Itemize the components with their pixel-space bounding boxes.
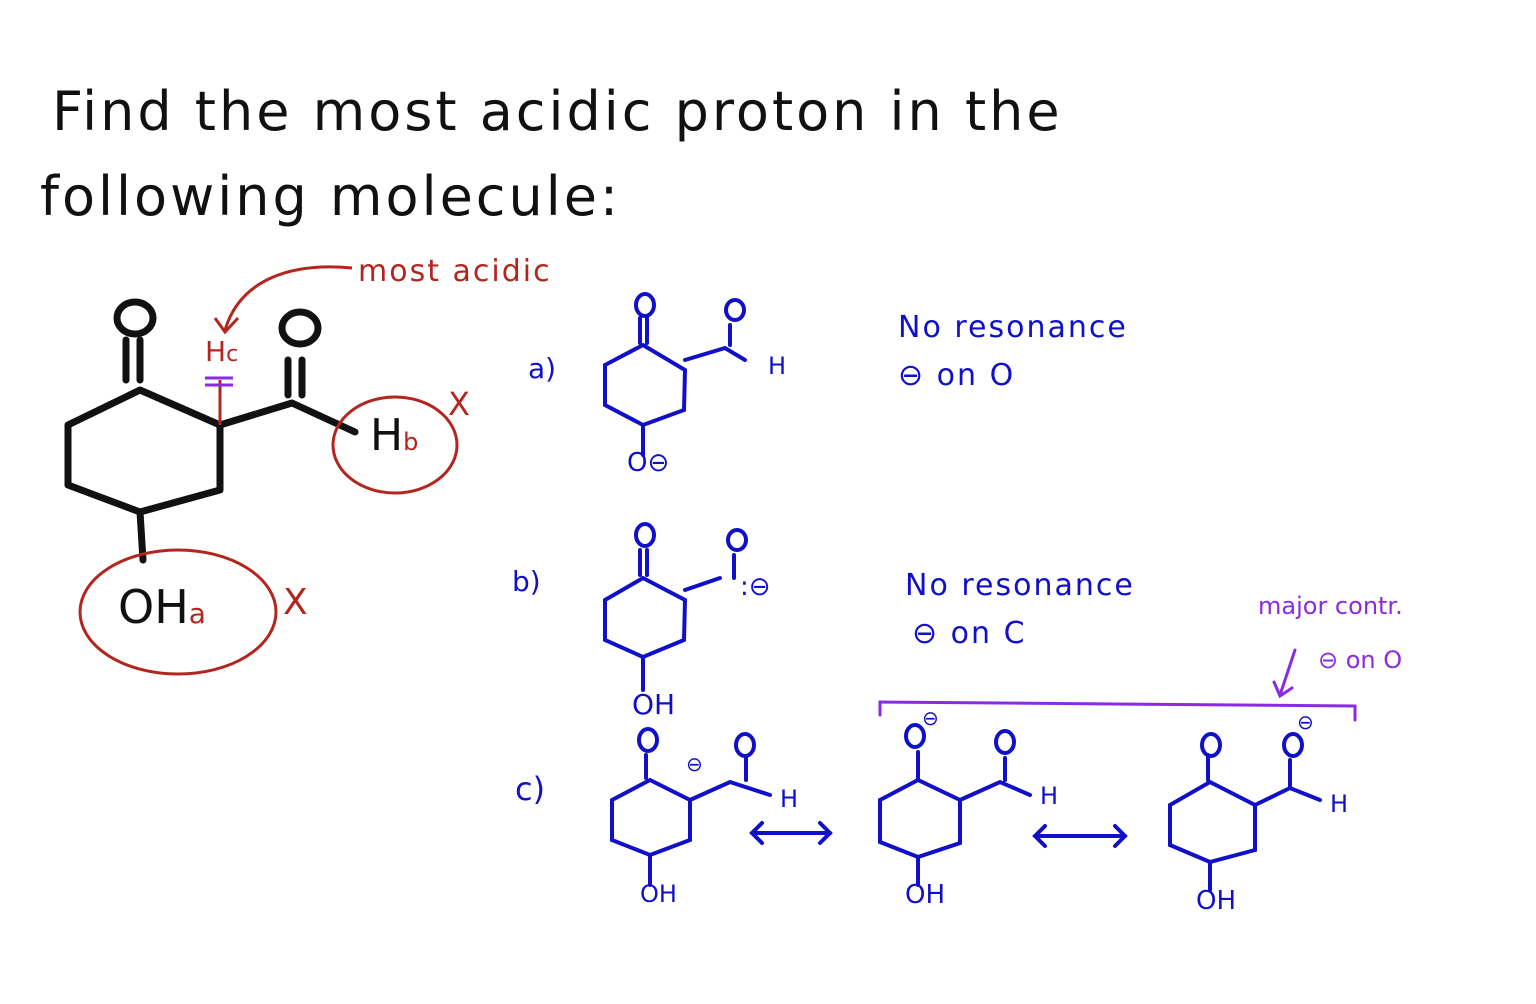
option-b-hydroxyl: OH [632,688,676,721]
option-c-2-oh: OH [905,880,946,910]
proton-b-cross-mark: X [448,385,470,423]
major-contributor-note-1: major contr. [1258,592,1403,620]
option-a-note-2: ⊖ on O [898,358,1016,393]
proton-a-cross-mark: X [283,582,308,623]
option-c-structure-2 [878,723,1032,887]
option-c-3-charge: ⊖ [1297,710,1314,734]
option-c-3-h: H [1330,790,1349,818]
proton-b-label: Hb [370,410,419,461]
option-c-1-oh: OH [640,880,677,908]
question-line-2: following molecule: [40,165,622,228]
option-c-label: c) [515,770,546,808]
option-a-structure [603,292,747,457]
question-line-1: Find the most acidic proton in the [52,80,1063,143]
option-b-structure [603,522,748,692]
option-a-alkoxide: O⊖ [627,448,670,478]
option-b-carbanion: :⊖ [740,572,771,602]
option-b-note-1: No resonance [905,568,1135,603]
option-b-label: b) [512,565,541,598]
option-a-aldehyde-h: H [768,352,787,380]
option-a-label: a) [528,352,557,385]
most-acidic-annotation: most acidic [358,254,552,289]
major-contributor-note-2: ⊖ on O [1318,646,1403,674]
option-c-3-oh: OH [1196,886,1237,916]
main-molecule [64,298,359,564]
option-a-note-1: No resonance [898,310,1128,345]
option-c-1-charge: ⊖ [686,752,703,776]
option-c-1-h: H [780,785,799,813]
option-b-note-2: ⊖ on C [912,616,1027,651]
option-c-2-h: H [1040,782,1059,810]
proton-c-label: Hc [205,335,239,368]
option-c-structure-1 [610,727,772,887]
proton-a-label: OHa [118,580,206,634]
option-c-2-charge: ⊖ [922,706,939,730]
option-c-structure-3 [1168,732,1322,892]
